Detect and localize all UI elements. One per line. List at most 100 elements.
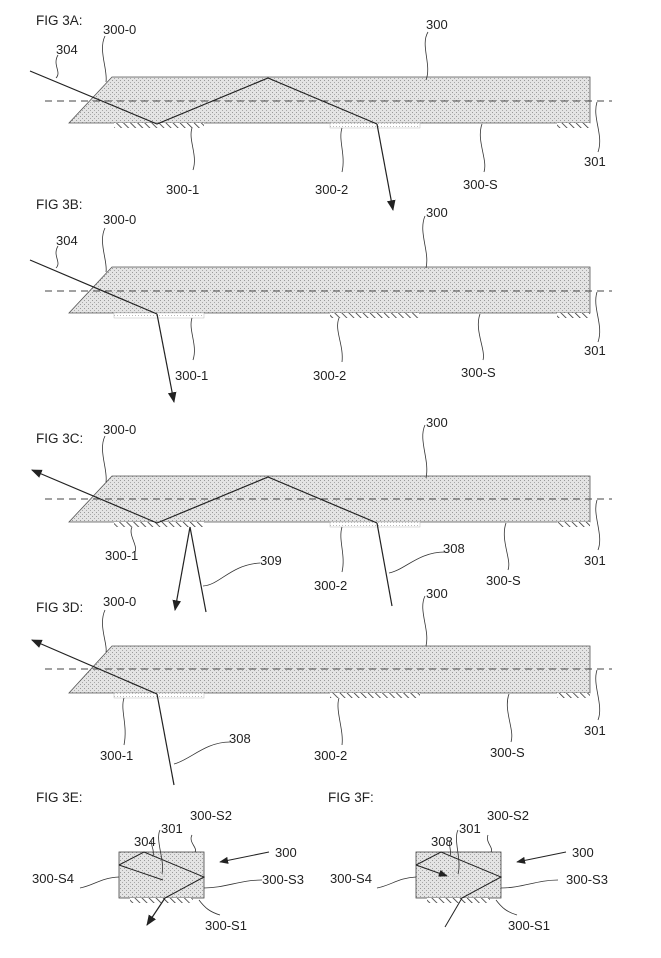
figure-title: FIG 3E: [36,790,83,805]
body-pointer-arrow [516,851,567,864]
leader [198,899,221,916]
label-300-1: 300-1 [166,182,199,197]
leader [203,879,263,889]
light-ray-308 [156,693,175,786]
label-300-0: 300-0 [103,594,136,609]
light-ray-304 [118,864,164,881]
body-pointer-arrow [219,851,270,864]
leader [190,127,195,171]
axis-point [452,870,460,878]
reflected-ray [31,469,158,524]
leader [122,697,126,746]
light-ray-304 [29,70,378,125]
label-301: 301 [584,154,606,169]
label-300-2: 300-2 [314,578,347,593]
figure-title: FIG 3A: [36,13,83,28]
label-301: 301 [584,343,606,358]
label-300-S: 300-S [461,365,496,380]
label-300: 300 [426,17,448,32]
figure-title: FIG 3D: [36,600,83,615]
leader [456,829,460,875]
leader [595,669,601,721]
figure-3c: FIG 3C: 300-0 300 300-1 309 300-2 308 30… [31,415,612,613]
label-300-S4: 300-S4 [330,871,372,886]
label-309: 309 [260,553,282,568]
coupler-3 [557,522,590,527]
leader [376,876,417,889]
label-300-0: 300-0 [103,212,136,227]
light-ray-path [118,851,206,899]
outcoupled-ray [156,313,177,404]
leader [173,741,231,765]
outcoupled-ray [376,123,396,212]
coupler [130,898,193,903]
leader [130,526,136,553]
coupler-1 [114,123,204,128]
leader [500,879,559,889]
label-300-0: 300-0 [103,422,136,437]
incoming-ray [444,897,463,928]
label-300-S: 300-S [486,573,521,588]
label-301: 301 [584,553,606,568]
leader [102,609,107,653]
label-300: 300 [426,415,448,430]
leader [190,834,196,853]
leader [422,215,428,269]
label-300-1: 300-1 [175,368,208,383]
label-300-S3: 300-S3 [262,872,304,887]
light-ray-304 [29,259,158,315]
light-ray-309-out [172,526,191,612]
label-301: 301 [161,821,183,836]
figure-3e: FIG 3E: 304 301 300-S2 300 300-S4 300-S3… [32,790,304,933]
label-300-S: 300-S [463,177,498,192]
label-304: 304 [56,233,78,248]
label-300-2: 300-2 [313,368,346,383]
label-308: 308 [229,731,251,746]
figure-title: FIG 3C: [36,431,83,446]
label-300-S4: 300-S4 [32,871,74,886]
label-300-S3: 300-S3 [566,872,608,887]
label-301: 301 [459,821,481,836]
coupler-2 [330,313,420,318]
coupler-3 [557,693,590,698]
coupler-1 [113,312,205,319]
label-300-S1: 300-S1 [205,918,247,933]
leader [340,526,344,573]
label-308: 308 [443,541,465,556]
waveguide-body [68,76,591,124]
coupler-2 [330,693,420,698]
light-ray-308-path [156,476,378,524]
light-ray-path [415,851,503,899]
leader [503,522,510,571]
figure-3a: FIG 3A: 304 300-0 300 300-1 300-2 300-S … [29,13,612,212]
coupler-3 [557,313,590,318]
leader [595,499,601,551]
leader [422,424,428,479]
leader [102,227,107,273]
light-ray-308-arrow [415,864,448,877]
waveguide-body [68,266,591,314]
label-300: 300 [572,845,594,860]
figure-3f: FIG 3F: 308 301 300-S2 300 300-S4 300-S3… [328,790,608,933]
leader [102,435,107,483]
label-304: 304 [56,42,78,57]
leader [422,595,428,647]
leader [102,35,107,83]
leader [506,693,513,743]
leader [151,840,154,857]
leader [479,123,486,173]
label-300: 300 [426,205,448,220]
label-300-2: 300-2 [314,748,347,763]
leader [190,317,195,361]
leader [158,829,163,875]
leader [495,899,518,916]
label-300-S: 300-S [490,745,525,760]
leader [424,31,429,81]
label-300-1: 300-1 [105,548,138,563]
label-300-0: 300-0 [103,22,136,37]
coupler-1 [114,522,204,527]
leader [79,876,120,889]
leader [595,101,601,153]
leader [202,562,261,587]
leader [55,54,59,79]
